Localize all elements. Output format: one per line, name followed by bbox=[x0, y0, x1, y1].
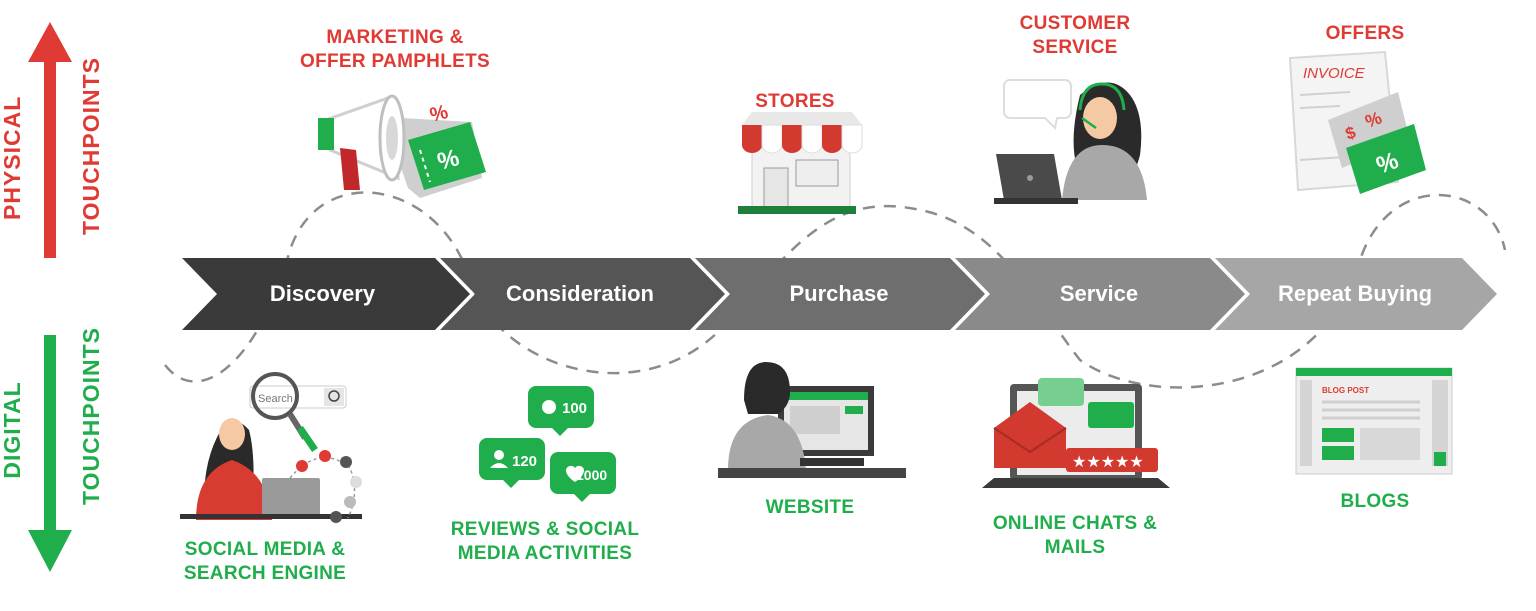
support-agent-icon bbox=[994, 79, 1147, 204]
svg-text:INVOICE: INVOICE bbox=[1303, 65, 1366, 82]
invoice-coupon-icon: INVOICE $ % % bbox=[1288, 50, 1426, 194]
digital-touchpoint-reviews: REVIEWS & SOCIAL MEDIA ACTIVITIES bbox=[430, 518, 660, 566]
svg-text:100: 100 bbox=[562, 400, 587, 417]
social-search-icon: Search bbox=[180, 372, 362, 523]
stage-label-consideration: Consideration bbox=[506, 281, 654, 306]
digital-arrow bbox=[28, 335, 72, 572]
svg-text:%: % bbox=[428, 101, 451, 127]
physical-touchpoint-stores: STORES bbox=[735, 90, 855, 114]
physical-touchpoint-customer-service: CUSTOMER SERVICE bbox=[1000, 12, 1150, 60]
stage-chevron-consideration bbox=[440, 258, 725, 330]
stage-label-service: Service bbox=[1059, 281, 1139, 306]
svg-text:BLOG POST: BLOG POST bbox=[1322, 386, 1369, 395]
label-line: SEARCH ENGINE bbox=[183, 563, 347, 584]
laptop-mail-icon: ★★★★★ bbox=[982, 378, 1170, 488]
stage-chevron-service bbox=[955, 258, 1245, 330]
physical-axis-label-2: TOUCHPOINTS bbox=[78, 57, 104, 235]
stage-label-repeat-buying: Repeat Buying bbox=[1277, 281, 1433, 306]
stage-chevrons bbox=[182, 258, 1497, 330]
blog-page-icon: BLOG POST bbox=[1295, 367, 1453, 475]
svg-text:120: 120 bbox=[512, 453, 537, 470]
label-line: REVIEWS & SOCIAL bbox=[450, 519, 640, 540]
label-line: MEDIA ACTIVITIES bbox=[457, 543, 633, 564]
megaphone-coupon-icon: % % bbox=[318, 94, 486, 198]
label-line: SERVICE bbox=[1032, 37, 1118, 58]
label-line: BLOGS bbox=[1340, 491, 1410, 512]
social-bubbles-icon: 100 120 1000 bbox=[479, 386, 616, 502]
digital-touchpoint-chats-mails: ONLINE CHATS & MAILS bbox=[970, 512, 1180, 560]
physical-axis-label-1: PHYSICAL bbox=[0, 95, 25, 220]
stage-label-purchase: Purchase bbox=[789, 281, 889, 306]
digital-touchpoint-website: WEBSITE bbox=[750, 496, 870, 520]
digital-axis-label-1: DIGITAL bbox=[0, 381, 25, 479]
label-line: WEBSITE bbox=[765, 497, 855, 518]
svg-text:★★★★★: ★★★★★ bbox=[1072, 452, 1144, 471]
digital-axis-label-2: TOUCHPOINTS bbox=[78, 327, 104, 505]
svg-text:1000: 1000 bbox=[576, 467, 607, 483]
label-line: ONLINE CHATS & bbox=[992, 513, 1158, 534]
svg-text:%: % bbox=[1363, 107, 1385, 131]
stage-label-discovery: Discovery bbox=[269, 281, 376, 306]
label-line: OFFERS bbox=[1325, 23, 1405, 44]
svg-text:Search: Search bbox=[258, 393, 293, 405]
label-line: MARKETING & bbox=[326, 27, 464, 48]
website-user-icon bbox=[718, 362, 906, 478]
label-line: SOCIAL MEDIA & bbox=[184, 539, 346, 560]
digital-touchpoint-blogs: BLOGS bbox=[1320, 490, 1430, 514]
physical-touchpoint-offers: OFFERS bbox=[1310, 22, 1420, 46]
stage-chevron-repeat bbox=[1215, 258, 1497, 330]
physical-touchpoint-marketing: MARKETING & OFFER PAMPHLETS bbox=[280, 26, 510, 74]
label-line: STORES bbox=[755, 91, 835, 112]
label-line: MAILS bbox=[1044, 537, 1106, 558]
store-icon bbox=[738, 112, 863, 214]
digital-touchpoint-social-search: SOCIAL MEDIA & SEARCH ENGINE bbox=[160, 538, 370, 586]
stage-chevron-discovery bbox=[182, 258, 470, 330]
physical-arrow bbox=[28, 22, 72, 258]
label-line: CUSTOMER bbox=[1019, 13, 1131, 34]
stage-chevron-purchase bbox=[695, 258, 985, 330]
label-line: OFFER PAMPHLETS bbox=[300, 51, 490, 72]
